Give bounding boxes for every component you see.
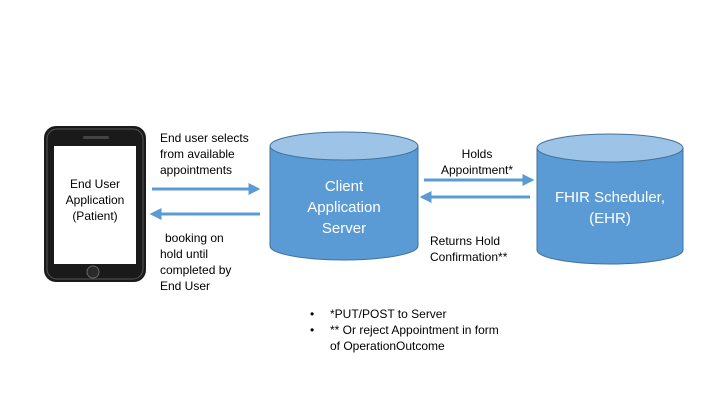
footnote-list: *PUT/POST to Server ** Or reject Appoint… (310, 306, 510, 354)
note-line: appointments (160, 163, 233, 177)
fhir-scheduler-cylinder (536, 133, 684, 265)
returns-hold-note: Returns Hold Confirmation** (430, 233, 507, 265)
end-user-app-label-line: (Patient) (72, 209, 118, 223)
client-server-cylinder (269, 131, 419, 261)
end-user-app-label: End User Application (Patient) (54, 176, 136, 224)
note-line: completed by (160, 263, 232, 277)
client-server-label-line: Server (321, 220, 367, 237)
smartphone-icon (44, 126, 146, 282)
note-line: Holds (461, 147, 493, 161)
client-server-label-line: Application (307, 199, 381, 216)
client-server-label: Client Application Server (284, 176, 404, 239)
note-line: from available (160, 147, 235, 161)
note-line: hold until (160, 247, 209, 261)
fhir-scheduler-label-line: (EHR) (589, 210, 631, 227)
fhir-scheduler-label-line: FHIR Scheduler, (554, 189, 666, 206)
note-line: Returns Hold (430, 234, 501, 248)
booking-on-hold-note: booking on hold until completed by End U… (160, 230, 231, 294)
end-user-selects-note: End user selects from available appointm… (160, 130, 249, 178)
end-user-app-label-line: End User (69, 177, 121, 191)
client-server-label-line: Client (324, 178, 364, 195)
note-line: End User (160, 279, 211, 293)
footnote-item: *PUT/POST to Server (310, 306, 510, 322)
note-line: Appointment* (440, 163, 514, 177)
note-line: Confirmation** (430, 250, 508, 264)
fhir-scheduler-label: FHIR Scheduler, (EHR) (540, 187, 680, 229)
holds-appointment-note: Holds Appointment* (426, 146, 528, 178)
end-user-app-label-line: Application (65, 193, 125, 207)
note-line: booking on (165, 231, 224, 245)
note-line: End user selects (160, 131, 249, 145)
footnote-item: ** Or reject Appointment in form of Oper… (310, 322, 510, 354)
